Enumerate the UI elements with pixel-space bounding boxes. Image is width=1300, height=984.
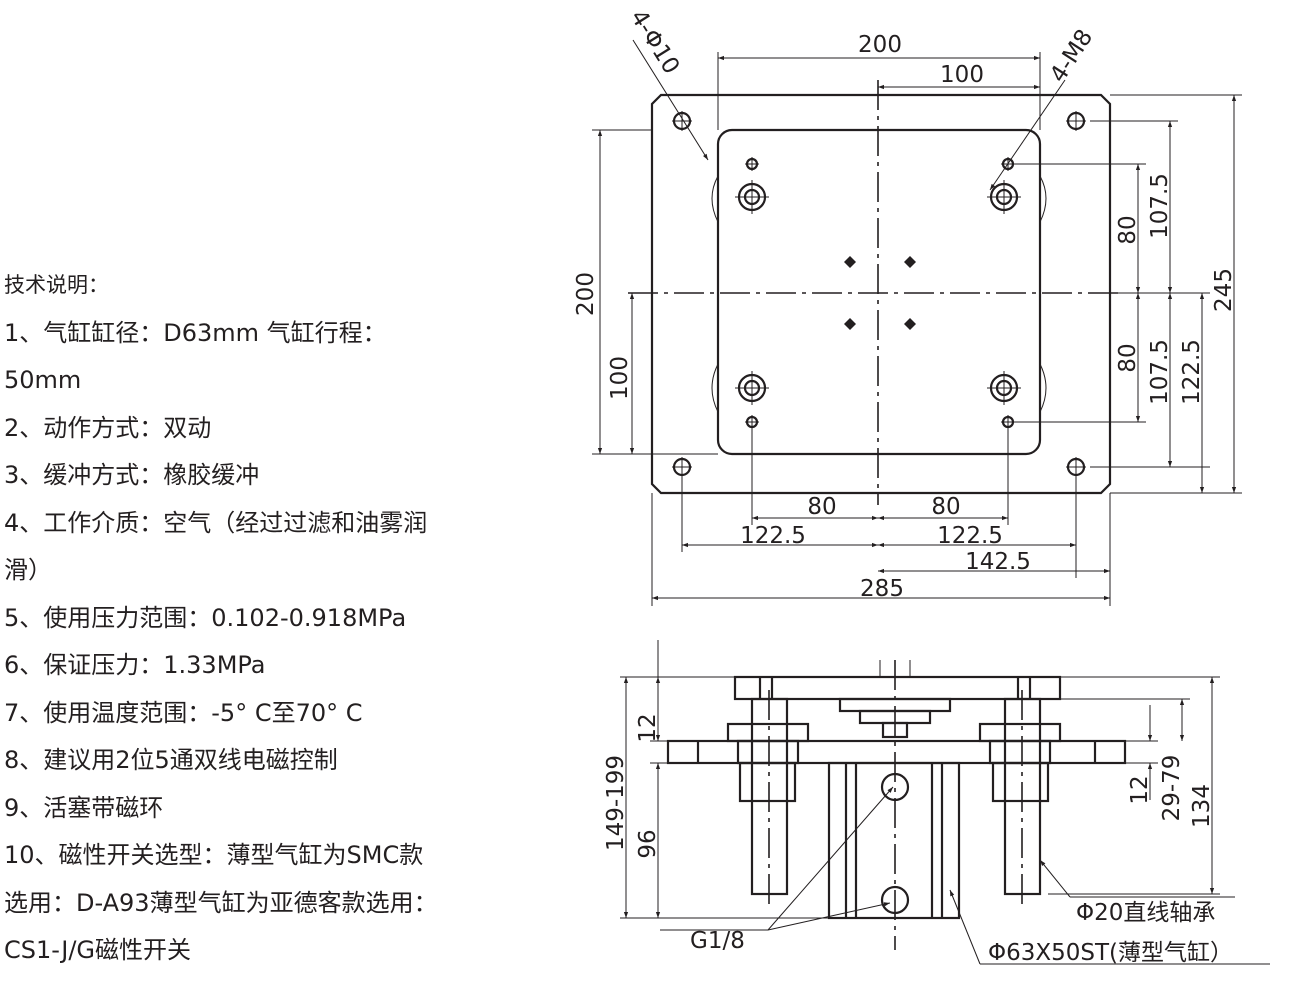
linear-bearing [991, 761, 1050, 803]
side-view: 12 149-199 96 12 29-79 134 Φ20直线轴承 G [603, 640, 1270, 966]
threaded-hole [1001, 415, 1015, 429]
threaded-hole [745, 157, 759, 171]
dim-142-5-bottom: 142.5 [965, 549, 1031, 575]
bearing-edge [711, 175, 719, 223]
threaded-hole [745, 415, 759, 429]
port-label: G1/8 [690, 928, 745, 954]
guide-shaft [735, 180, 769, 214]
dim-285-bottom: 285 [860, 576, 904, 602]
bearing-edge [1039, 175, 1047, 223]
base-plate-outline [650, 93, 1112, 495]
mounting-hole [672, 457, 692, 477]
dim-12-right: 12 [1127, 775, 1153, 804]
note-line: 6、保证压力：1.33MPa [4, 651, 266, 679]
note-line: 滑） [4, 556, 52, 584]
dim-100-top: 100 [940, 62, 984, 88]
guide-shaft [735, 371, 769, 405]
center-hole-mark [844, 318, 856, 330]
dim-107-5-right-upper: 107.5 [1147, 173, 1173, 239]
mounting-hole [672, 111, 692, 131]
mounting-hole [1066, 457, 1086, 477]
top-dimensions: 200 100 4-Φ10 4-M8 200 100 [573, 5, 1242, 606]
note-line: 5、使用压力范围：0.102-0.918MPa [4, 603, 407, 632]
dim-149-199: 149-199 [603, 755, 629, 851]
air-port [880, 772, 910, 802]
top-plate-outline [716, 128, 1042, 456]
note-line: 4、工作介质：空气（经过过滤和油雾润 [4, 508, 428, 537]
guide-shaft [987, 371, 1021, 405]
guide-shaft [987, 180, 1021, 214]
note-line: 9、活塞带磁环 [4, 793, 164, 822]
note-line: 2、动作方式：双动 [4, 413, 212, 442]
center-hole-mark [904, 256, 916, 268]
center-hole-mark [844, 256, 856, 268]
dim-80-right-lower: 80 [1115, 343, 1141, 372]
note-line: 1、气缸缸径：D63mm 气缸行程： [4, 318, 387, 347]
dim-100-left: 100 [607, 356, 633, 400]
top-view: 200 100 4-Φ10 4-M8 200 100 [573, 5, 1242, 606]
dim-12-left: 12 [635, 713, 661, 742]
dim-245-right: 245 [1211, 268, 1237, 312]
bearing-label: Φ20直线轴承 [1076, 900, 1215, 926]
bearing-flange [726, 722, 810, 743]
bearing-flange [978, 722, 1062, 743]
side-dimensions: 12 149-199 96 12 29-79 134 Φ20直线轴承 G [603, 640, 1270, 966]
bearing-edge [711, 363, 719, 413]
note-line: 选用：D-A93薄型气缸为亚德客款选用： [4, 888, 438, 917]
thin-cylinder-body [827, 761, 961, 920]
mounting-hole [1066, 111, 1086, 131]
bearing-edge [1039, 363, 1047, 413]
note-line: 50mm [4, 366, 82, 394]
mount-plate [666, 739, 1127, 765]
dim-134: 134 [1189, 784, 1215, 828]
cylinder-label: Φ63X50ST(薄型气缸） [988, 940, 1233, 966]
notes-title: 技术说明： [4, 273, 109, 297]
note-line: 8、建议用2位5通双线电磁控制 [4, 746, 338, 774]
dim-107-5-right-lower: 107.5 [1147, 339, 1173, 405]
note-line: CS1-J/G磁性开关 [4, 936, 192, 964]
dim-29-79: 29-79 [1159, 755, 1185, 822]
technical-notes: 技术说明： 1、气缸缸径：D63mm 气缸行程： 50mm 2、动作方式：双动 … [4, 262, 504, 975]
dim-80-bottom-left: 80 [807, 494, 836, 520]
dim-122-5-right: 122.5 [1179, 339, 1205, 405]
dim-200-top: 200 [858, 32, 902, 58]
dim-80-bottom-right: 80 [931, 494, 960, 520]
thread-callout: 4-M8 [1045, 25, 1098, 87]
dim-200-left: 200 [573, 272, 599, 316]
note-line: 10、磁性开关选型：薄型气缸为SMC款 [4, 841, 424, 869]
dim-122-5-bottom-right: 122.5 [937, 523, 1003, 549]
dim-80-right-upper: 80 [1115, 215, 1141, 244]
piston-rod [881, 721, 909, 739]
moving-plate [733, 675, 1062, 701]
dim-122-5-bottom-left: 122.5 [740, 523, 806, 549]
air-port [880, 885, 910, 915]
center-hole-mark [904, 318, 916, 330]
linear-bearing [738, 761, 797, 803]
dim-96: 96 [635, 829, 661, 858]
note-line: 3、缓冲方式：橡胶缓冲 [4, 461, 260, 489]
note-line: 7、使用温度范围：-5° C至70° C [4, 698, 363, 727]
